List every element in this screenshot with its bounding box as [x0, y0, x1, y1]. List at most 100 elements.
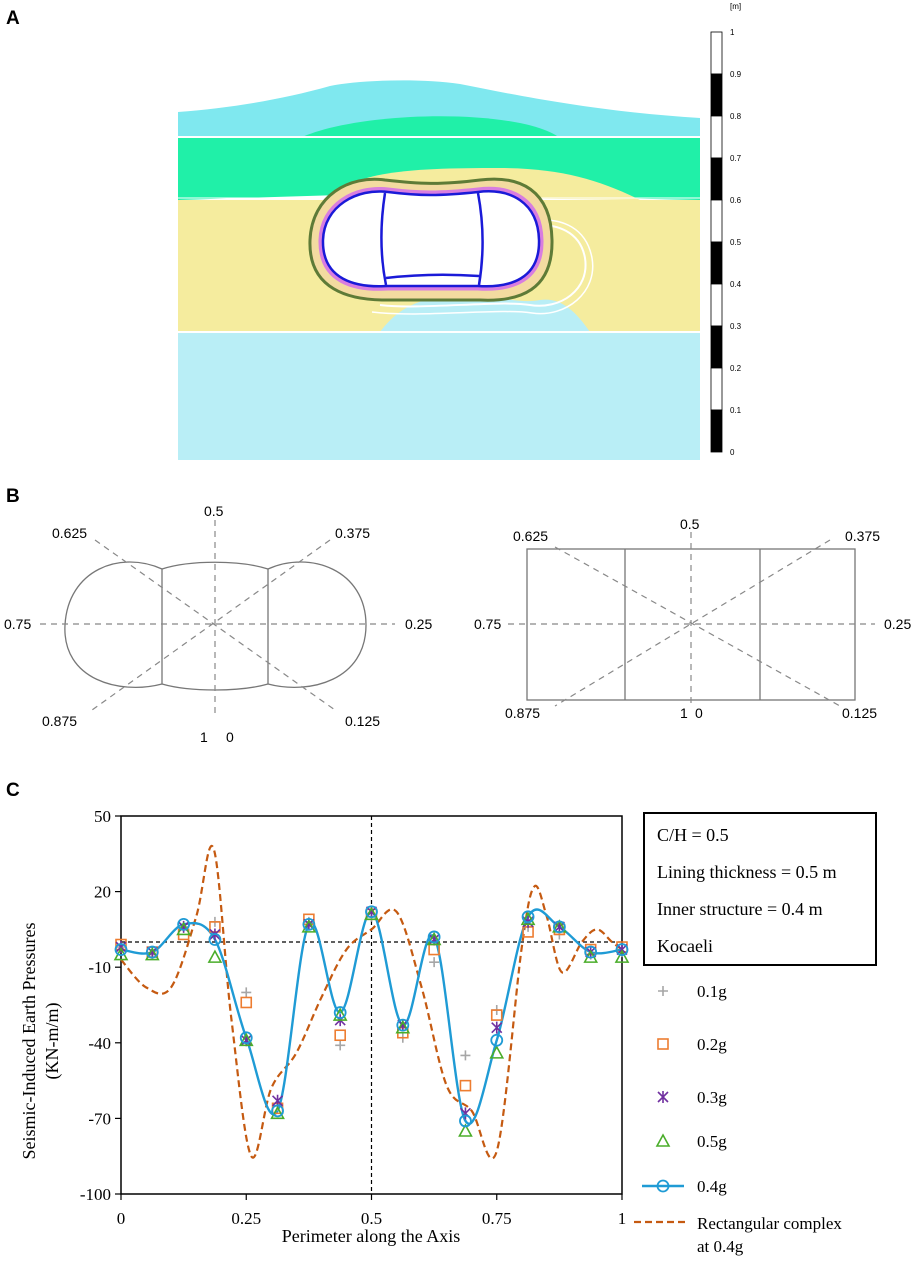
inner-slab: [385, 273, 480, 280]
axis-label-0: 0: [695, 705, 703, 721]
data-point-circle: [615, 943, 629, 956]
data-point-circle: [490, 1033, 504, 1047]
data-point-square: [459, 1079, 472, 1092]
bottom-soil-layer: [178, 332, 700, 460]
tunnel-lining-inner: [321, 190, 541, 288]
panel-label-b: B: [6, 486, 20, 507]
axis-label-0.75: 0.75: [4, 616, 31, 632]
parameter-inner: Inner structure = 0.4 m: [657, 899, 823, 919]
axis-label-0.375: 0.375: [335, 525, 370, 541]
scale-tick-label: 1: [730, 28, 735, 37]
y-tick-label: -40: [88, 1034, 111, 1053]
displaced-lining-outline: [379, 224, 587, 308]
scale-segment: [710, 325, 723, 369]
legend-label-0.1g: 0.1g: [697, 982, 727, 1001]
data-point-star: [657, 1091, 669, 1103]
scale-segment: [710, 241, 723, 285]
axis-label-0.125: 0.125: [842, 705, 877, 721]
data-point-triangle: [520, 911, 536, 926]
data-point-circle: [427, 930, 441, 944]
data-point-triangle: [614, 949, 630, 963]
axis-label-0.625: 0.625: [513, 528, 548, 544]
series-0.4g: [114, 905, 629, 1128]
data-point-plus: [429, 957, 440, 968]
data-point-circle: [145, 945, 159, 959]
top-soil-layer: [178, 80, 700, 138]
data-point-circle: [177, 917, 191, 931]
data-point-triangle: [655, 1133, 671, 1147]
parameter-ch: C/H = 0.5: [657, 825, 729, 845]
axis-label-0.375: 0.375: [845, 528, 880, 544]
scale-segment: [710, 367, 723, 411]
scale-segment: [710, 73, 723, 117]
x-tick-label: 1: [618, 1209, 627, 1228]
legend-label-0.3g: 0.3g: [697, 1088, 727, 1107]
axis-label-0.25: 0.25: [405, 616, 432, 632]
axis-label-1: 1: [200, 729, 208, 745]
legend-label-0.5g: 0.5g: [697, 1132, 727, 1151]
scale-bar: 10.90.80.70.60.50.40.30.20.10: [710, 28, 742, 457]
y-tick-label: 20: [94, 883, 111, 902]
scale-tick-label: 0.4: [730, 280, 742, 289]
data-point-plus: [460, 1050, 471, 1061]
soil-model-figure: 10.90.80.70.60.50.40.30.20.10 [m]: [178, 2, 742, 460]
scale-segment: [710, 115, 723, 159]
data-point-triangle: [332, 1007, 348, 1021]
data-point-circle: [396, 1018, 410, 1032]
y-tick-label: -10: [88, 958, 111, 977]
data-point-circle: [584, 945, 598, 959]
tunnel-lining-pink: [318, 186, 544, 291]
scale-tick-label: 0.7: [730, 154, 742, 163]
data-point-triangle: [395, 1020, 411, 1034]
inner-wall-right: [476, 192, 484, 286]
data-point-circle: [459, 1114, 472, 1128]
data-point-triangle: [426, 931, 442, 946]
axis-label-0.5: 0.5: [680, 516, 700, 532]
data-point-triangle: [489, 1045, 505, 1059]
axis-label-0: 0: [226, 729, 234, 745]
data-point-triangle: [301, 919, 317, 933]
axis-label-0.125: 0.125: [345, 713, 380, 729]
legend-label-0.4g: 0.4g: [697, 1177, 727, 1196]
y-tick-label: 50: [94, 807, 111, 826]
data-point-triangle: [270, 1105, 285, 1120]
data-point-square: [490, 1009, 503, 1021]
data-point-circle: [365, 905, 378, 919]
top-green-shoulder: [300, 116, 560, 138]
y-tick-label: -70: [88, 1109, 111, 1128]
data-point-square: [334, 1029, 346, 1042]
axis-label-0.5: 0.5: [204, 503, 224, 519]
data-point-star: [491, 1021, 503, 1034]
scale-tick-label: 0.9: [730, 70, 742, 79]
scale-tick-label: 0.8: [730, 112, 742, 121]
inner-wall-left: [380, 192, 388, 286]
scale-segment: [710, 31, 723, 75]
x-tick-label: 0.25: [231, 1209, 261, 1228]
data-point-triangle: [364, 906, 379, 921]
data-point-square: [657, 1038, 669, 1050]
axis-label-0.875: 0.875: [505, 705, 540, 721]
complex-section-left: 0.5 0.625 0.375 0.75 0.25 0.875 0.125 1 …: [4, 503, 432, 745]
parameter-lining: Lining thickness = 0.5 m: [657, 862, 837, 882]
parameters-box: C/H = 0.5 Lining thickness = 0.5 m Inner…: [643, 812, 877, 966]
data-point-circle: [333, 1006, 347, 1019]
scale-tick-label: 0: [730, 448, 735, 457]
panel-label-a: A: [6, 8, 20, 29]
data-point-triangle: [458, 1123, 473, 1137]
data-point-circle: [114, 943, 128, 956]
scale-segment: [710, 157, 723, 201]
scale-unit: [m]: [730, 2, 741, 11]
scale-tick-label: 0.2: [730, 364, 742, 373]
perimeter-axis-figure: 0.5 0.625 0.375 0.75 0.25 0.875 0.125 1 …: [4, 503, 911, 745]
data-point-circle: [302, 917, 316, 931]
scale-tick-label: 0.1: [730, 406, 742, 415]
data-point-circle: [552, 920, 566, 934]
data-point-triangle: [238, 1032, 254, 1047]
parameter-earthquake: Kocaeli: [657, 936, 713, 956]
data-point-triangle: [207, 949, 223, 963]
data-point-circle: [239, 1031, 253, 1045]
data-point-circle: [521, 910, 535, 924]
data-point-triangle: [144, 946, 160, 961]
axis-label-0.625: 0.625: [52, 525, 87, 541]
